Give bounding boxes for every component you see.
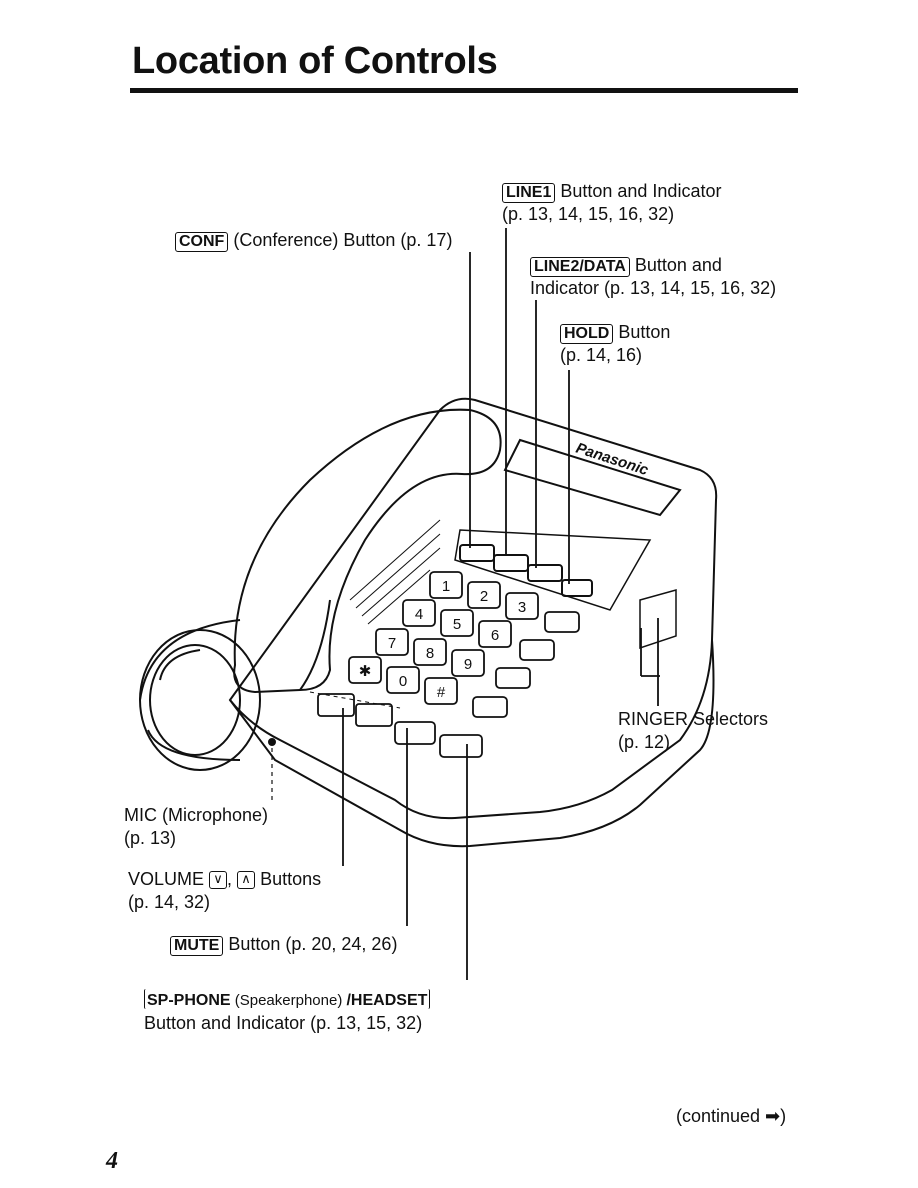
- line2-refs: Indicator (p. 13, 14, 15, 16, 32): [530, 278, 777, 298]
- mic-callout: MIC (Microphone) (p. 13): [124, 804, 268, 850]
- spphone-refs: Button and Indicator (p. 13, 15, 32): [144, 1013, 423, 1033]
- page-title: Location of Controls: [132, 40, 498, 82]
- key-8-label: 8: [426, 645, 434, 662]
- line1-text: Button and Indicator: [555, 181, 722, 201]
- brand-logo: Panasonic: [574, 440, 651, 480]
- line2-text: Button and: [629, 255, 722, 275]
- spphone-key-bold1: SP-PHONE: [147, 992, 231, 1009]
- volume-down-icon: ∨: [209, 871, 228, 890]
- mic-refs: (p. 13): [124, 828, 177, 848]
- ringer-refs: (p. 12): [618, 732, 671, 752]
- volume-text: VOLUME: [128, 869, 205, 889]
- key-4-label: 4: [415, 606, 423, 623]
- key-1-label: 1: [442, 578, 450, 595]
- spphone-key-bold2: /HEADSET: [346, 992, 428, 1009]
- spphone-callout: SP-PHONE (Speakerphone) /HEADSET Button …: [144, 988, 431, 1035]
- key-3-label: 3: [518, 599, 526, 616]
- coiled-cord: [139, 619, 261, 771]
- line1-callout: LINE1 Button and Indicator (p. 13, 14, 1…: [502, 180, 721, 226]
- volume-sep: ,: [227, 869, 238, 889]
- mute-key: MUTE: [170, 936, 224, 956]
- mic-text: MIC (Microphone): [124, 805, 269, 825]
- title-rule: [130, 88, 798, 93]
- continued-note: (continued ➡): [676, 1106, 787, 1126]
- leader-lines: [271, 228, 660, 980]
- conf-callout: CONF (Conference) Button (p. 17): [175, 229, 452, 252]
- speaker-grille: [349, 519, 441, 625]
- conf-text: (Conference) Button (p. 17): [228, 230, 453, 250]
- line1-key: LINE1: [502, 183, 556, 203]
- mute-text: Button (p. 20, 24, 26): [223, 934, 398, 954]
- key-hash-label: #: [437, 684, 446, 701]
- spphone-key: SP-PHONE (Speakerphone) /HEADSET: [144, 989, 431, 1009]
- volume-text2: Buttons: [255, 869, 322, 889]
- conf-key: CONF: [175, 232, 229, 252]
- hold-refs: (p. 14, 16): [560, 345, 643, 365]
- key-9-label: 9: [464, 656, 472, 673]
- keypad: [309, 571, 580, 758]
- key-5-label: 5: [453, 616, 461, 633]
- mute-callout: MUTE Button (p. 20, 24, 26): [170, 933, 397, 956]
- phone-base: [228, 397, 718, 820]
- spphone-key-mid: (Speakerphone): [230, 992, 347, 1009]
- hold-callout: HOLD Button (p. 14, 16): [560, 321, 670, 367]
- volume-callout: VOLUME ∨, ∧ Buttons (p. 14, 32): [128, 868, 321, 914]
- key-7-label: 7: [388, 635, 396, 652]
- phone-base-side: [229, 639, 715, 848]
- page-number: 4: [106, 1148, 118, 1174]
- display-panel: [503, 438, 682, 517]
- key-2-label: 2: [480, 588, 488, 605]
- ringer-callout: RINGER Selectors (p. 12): [618, 708, 768, 754]
- line1-refs: (p. 13, 14, 15, 16, 32): [502, 204, 675, 224]
- ringer-text: RINGER Selectors: [618, 709, 769, 729]
- hold-text: Button: [613, 322, 671, 342]
- mic-hole: [268, 738, 276, 746]
- keypad-labels: 1 2 3 4 5 6 7 8 9 ✱ 0 #: [359, 578, 526, 701]
- volume-up-icon: ∧: [237, 871, 256, 890]
- volume-refs: (p. 14, 32): [128, 892, 211, 912]
- ringer-selectors: [639, 589, 677, 650]
- line2-key: LINE2/DATA: [530, 257, 630, 277]
- key-0-label: 0: [399, 673, 407, 690]
- line2-callout: LINE2/DATA Button and Indicator (p. 13, …: [530, 254, 776, 300]
- hold-key: HOLD: [560, 324, 614, 344]
- key-6-label: 6: [491, 627, 499, 644]
- key-star-label: ✱: [359, 663, 372, 680]
